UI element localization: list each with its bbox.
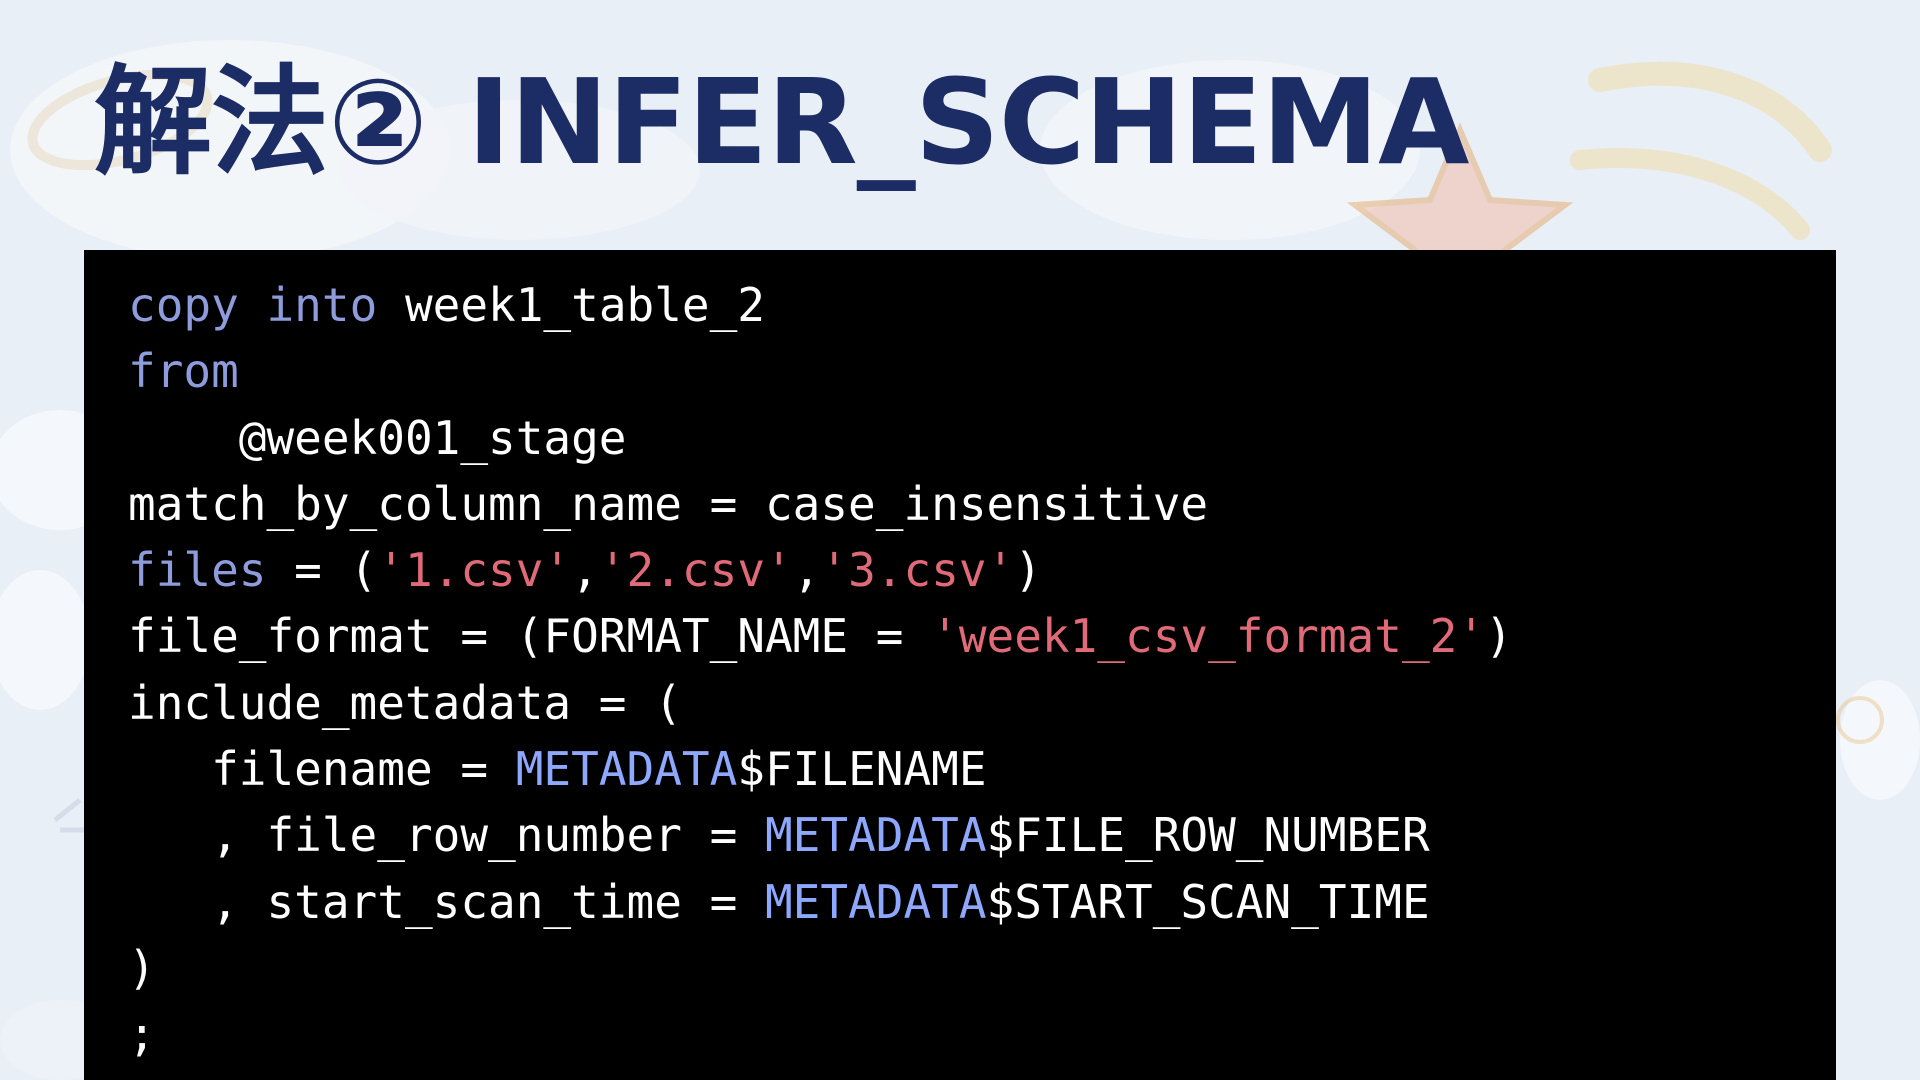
code-token: $FILE_ROW_NUMBER [986, 808, 1430, 863]
code-token: ) [1014, 543, 1042, 598]
code-token: into [266, 278, 378, 332]
code-line: @week001_stage [128, 405, 1836, 471]
code-token: filename = [128, 742, 516, 797]
code-token [239, 278, 267, 332]
code-line: ) [128, 935, 1836, 1001]
code-token: '3.csv' [820, 543, 1015, 598]
code-token: '1.csv' [377, 543, 572, 598]
code-line: copy into week1_table_2 [128, 272, 1836, 338]
code-token: '2.csv' [598, 543, 793, 598]
code-token: files [128, 543, 267, 598]
code-line: filename = METADATA$FILENAME [128, 736, 1836, 802]
code-token: match_by_column_name = case_insensitive [128, 476, 1209, 531]
code-token: METADATA [515, 742, 738, 797]
code-token: week1_table_2 [377, 278, 765, 332]
code-token: METADATA [764, 808, 987, 863]
code-token: , [571, 543, 599, 598]
code-token: , file_row_number = [128, 808, 765, 863]
code-token: METADATA [764, 874, 987, 929]
star-doodle [1346, 61, 1832, 327]
code-token: ; [128, 1007, 156, 1062]
code-token: @week001_stage [128, 410, 627, 465]
code-token: , start_scan_time = [128, 874, 765, 929]
code-token: ) [1485, 609, 1513, 664]
slide-title: 解法② INFER_SCHEMA [94, 53, 1469, 191]
code-token: = ( [266, 543, 378, 598]
code-line: match_by_column_name = case_insensitive [128, 471, 1836, 537]
code-token: 'week1_csv_format_2' [931, 609, 1486, 664]
code-line: , file_row_number = METADATA$FILE_ROW_NU… [128, 802, 1836, 868]
code-line: include_metadata = ( [128, 670, 1836, 736]
code-token: $START_SCAN_TIME [986, 874, 1430, 929]
code-token: include_metadata = ( [128, 675, 682, 730]
code-line: file_format = (FORMAT_NAME = 'week1_csv_… [128, 603, 1836, 669]
code-token: copy [128, 278, 239, 332]
code-line: , start_scan_time = METADATA$START_SCAN_… [128, 869, 1836, 935]
code-line: ; [128, 1001, 1836, 1067]
code-line: from [128, 338, 1836, 404]
code-token: from [128, 344, 239, 399]
code-line: files = ('1.csv','2.csv','3.csv') [128, 537, 1836, 603]
code-token: , [792, 543, 821, 598]
code-token: $FILENAME [737, 742, 987, 797]
code-token: file_format = (FORMAT_NAME = [128, 609, 932, 664]
code-token: ) [128, 940, 156, 995]
